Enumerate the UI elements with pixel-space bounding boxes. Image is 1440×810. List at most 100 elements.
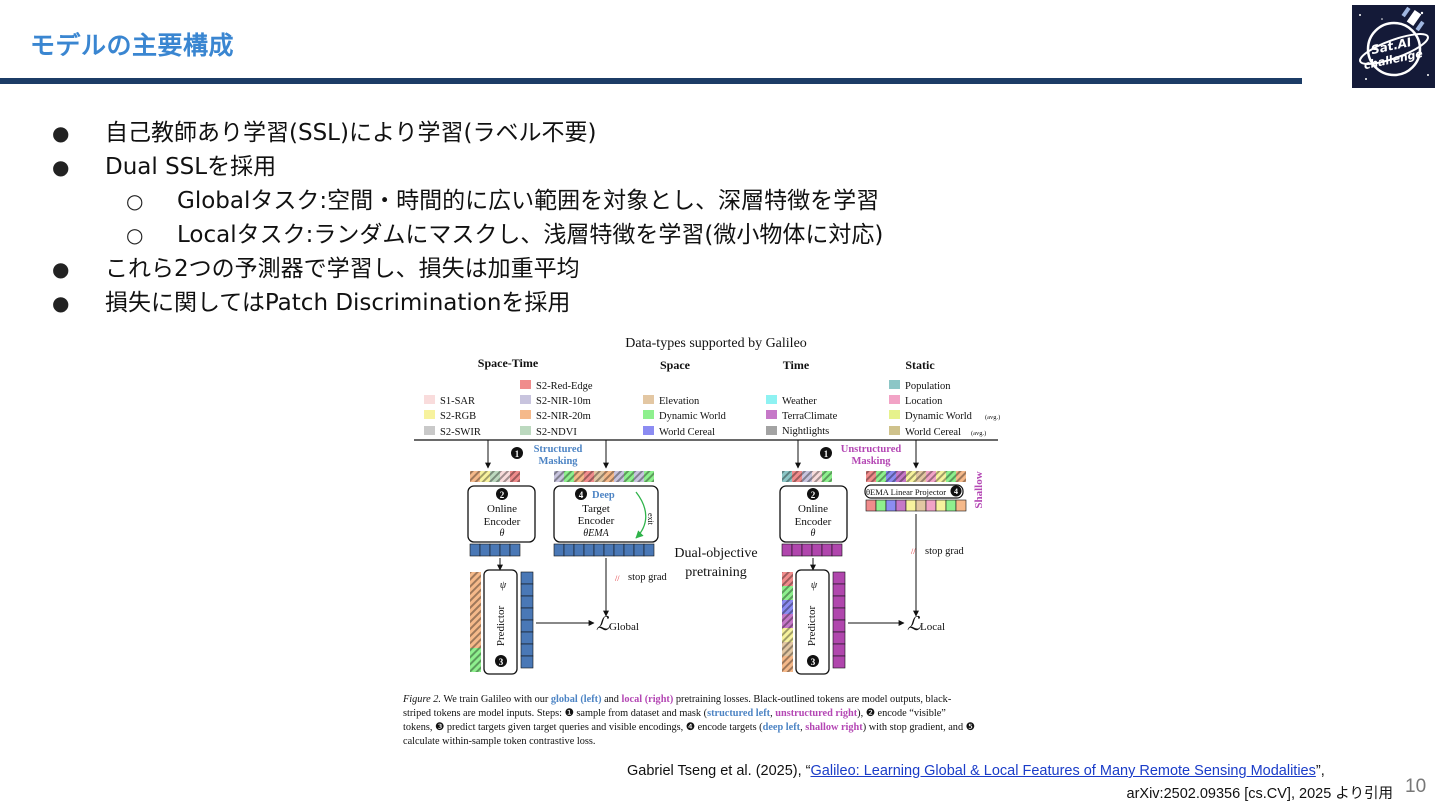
legend-terraclimate: TerraClimate: [782, 411, 838, 422]
predictor-left: [483, 569, 518, 675]
predictor-label: Predictor: [806, 606, 818, 647]
theta-ema-symbol: θEMA: [583, 528, 609, 539]
legend-population: Population: [905, 381, 951, 392]
right-predicted-tokens: [832, 571, 846, 669]
global-loss-symbol: ℒ: [596, 614, 611, 635]
step-number: 2: [811, 490, 816, 500]
legend-world-cereal-avg: World Cereal: [905, 427, 961, 438]
online-encoder-label: Online: [487, 503, 517, 515]
caption-text: tokens, ❸ predict targets given target q…: [403, 722, 763, 733]
legend-s2-swir: S2-SWIR: [440, 427, 481, 438]
legend-dynamic-world: Dynamic World: [659, 411, 727, 422]
deep-target-encoder: [553, 485, 659, 543]
shallow-label: Shallow: [973, 471, 985, 508]
legend-s2-ndvi: S2-NDVI: [536, 427, 577, 438]
caption-global: global (left): [551, 694, 602, 705]
swatch-world-cereal-avg: [889, 426, 900, 435]
legend-s2-nir-10m: S2-NIR-10m: [536, 396, 591, 407]
citation-prefix: Gabriel Tseng et al. (2025), “: [627, 763, 811, 779]
swatch-weather: [766, 395, 777, 404]
swatch-world-cereal: [643, 426, 654, 435]
right-query-tokens: [782, 572, 793, 672]
legend-s2-rgb: S2-RGB: [440, 411, 476, 422]
step-number: 3: [499, 657, 504, 667]
theta-symbol: θ: [811, 528, 816, 539]
citation-suffix: ”,: [1315, 763, 1325, 779]
step-badge: [511, 447, 523, 459]
step-number: 4: [954, 487, 958, 496]
swatch-s1-sar: [424, 395, 435, 404]
step-number: 1: [515, 449, 520, 459]
title-underline: [0, 78, 1302, 84]
swatch-s2-rgb: [424, 410, 435, 419]
caption-deep: deep left: [763, 722, 801, 733]
right-target-input-tokens: [554, 471, 654, 482]
citation-link[interactable]: Galileo: Learning Global & Local Feature…: [810, 763, 1316, 779]
group-time: Time: [783, 358, 810, 372]
swatch-s2-nir-10m: [520, 395, 531, 404]
left-encoded-tokens: [469, 543, 521, 557]
step-number: 2: [500, 490, 505, 500]
legend-s1-sar: S1-SAR: [440, 396, 475, 407]
caption-unstructured: unstructured right: [775, 708, 857, 719]
sub-bullet-item: Globalタスク:空間・時間的に広い範囲を対象とし、深層特徴を学習: [177, 188, 880, 214]
caption-structured: structured left: [707, 708, 771, 719]
structured-masking-label: Structured: [534, 444, 583, 455]
predictor-label: Predictor: [495, 606, 507, 647]
caption-text: striped tokens are model inputs. Steps: …: [403, 708, 708, 719]
online-encoder-label: Encoder: [484, 516, 521, 528]
bullet-item: 自己教師あり学習(SSL)により学習(ラベル不要): [105, 120, 597, 146]
legend-world-cereal: World Cereal: [659, 427, 715, 438]
swatch-s2-red-edge: [520, 380, 531, 389]
bullet-marker: ●: [52, 155, 70, 179]
structured-masking-label: Masking: [538, 456, 578, 467]
bullet-marker: ●: [52, 291, 70, 315]
psi-symbol: ψ: [811, 580, 818, 591]
caption-text: ), ❷ encode “visible”: [857, 708, 946, 719]
caption-text: and: [602, 694, 622, 705]
left-query-tokens: [470, 572, 481, 672]
group-space-time: Space-Time: [478, 356, 539, 370]
swatch-nightlights: [766, 426, 777, 435]
swatch-dynamic-world: [643, 410, 654, 419]
local-loss-subscript: Local: [920, 621, 945, 633]
figure-heading: Data-types supported by Galileo: [625, 336, 807, 351]
group-static: Static: [905, 358, 935, 372]
bullet-item: 損失に関してはPatch Discriminationを採用: [105, 290, 571, 316]
svg-text:Figure 2. We train Galileo wit: Figure 2. We train Galileo with our glob…: [402, 694, 952, 705]
shallow-input-tokens: [866, 471, 966, 482]
page-number: 10: [1405, 776, 1427, 797]
swatch-dynamic-world-avg: [889, 410, 900, 419]
online-encoder-label: Online: [798, 503, 828, 515]
step-number: 4: [579, 490, 584, 500]
step-number: 3: [811, 657, 816, 667]
slide-title: モデルの主要構成: [30, 31, 235, 60]
legend-avg-note: (avg.): [971, 430, 986, 437]
caption-text: calculate within-sample token contrastiv…: [403, 736, 595, 747]
stop-grad-mark: //: [911, 547, 916, 556]
theta-symbol: θ: [500, 528, 505, 539]
group-space: Space: [660, 358, 691, 372]
caption-local: local (right): [622, 694, 674, 705]
exit-label: exit: [646, 513, 655, 526]
legend-s2-nir-20m: S2-NIR-20m: [536, 411, 591, 422]
svg-text:striped tokens are model input: striped tokens are model inputs. Steps: …: [403, 708, 946, 719]
unstructured-masking-label: Unstructured: [841, 444, 902, 455]
stop-grad-label: stop grad: [628, 572, 668, 583]
caption-text: ,: [800, 722, 805, 733]
swatch-terraclimate: [766, 410, 777, 419]
legend-nightlights: Nightlights: [782, 426, 829, 437]
linear-projector-label: θEMA Linear Projector: [866, 487, 946, 497]
unstructured-masking-label: Masking: [851, 456, 891, 467]
bullet-marker: ●: [52, 257, 70, 281]
right-encoded-tokens: [781, 543, 843, 557]
caption-label: Figure 2.: [402, 694, 441, 705]
sub-bullet-item: Localタスク:ランダムにマスクし、浅層特徴を学習(微小物体に対応): [177, 222, 884, 248]
step-number: 1: [824, 449, 829, 459]
global-loss-subscript: Global: [609, 621, 639, 633]
citation-line-1: Gabriel Tseng et al. (2025), “Galileo: L…: [627, 763, 1325, 779]
bullet-item: Dual SSLを採用: [105, 154, 277, 180]
caption-text: We train Galileo with our: [441, 694, 551, 705]
target-encoded-tokens: [553, 543, 655, 557]
online-encoder-right: [779, 485, 848, 543]
